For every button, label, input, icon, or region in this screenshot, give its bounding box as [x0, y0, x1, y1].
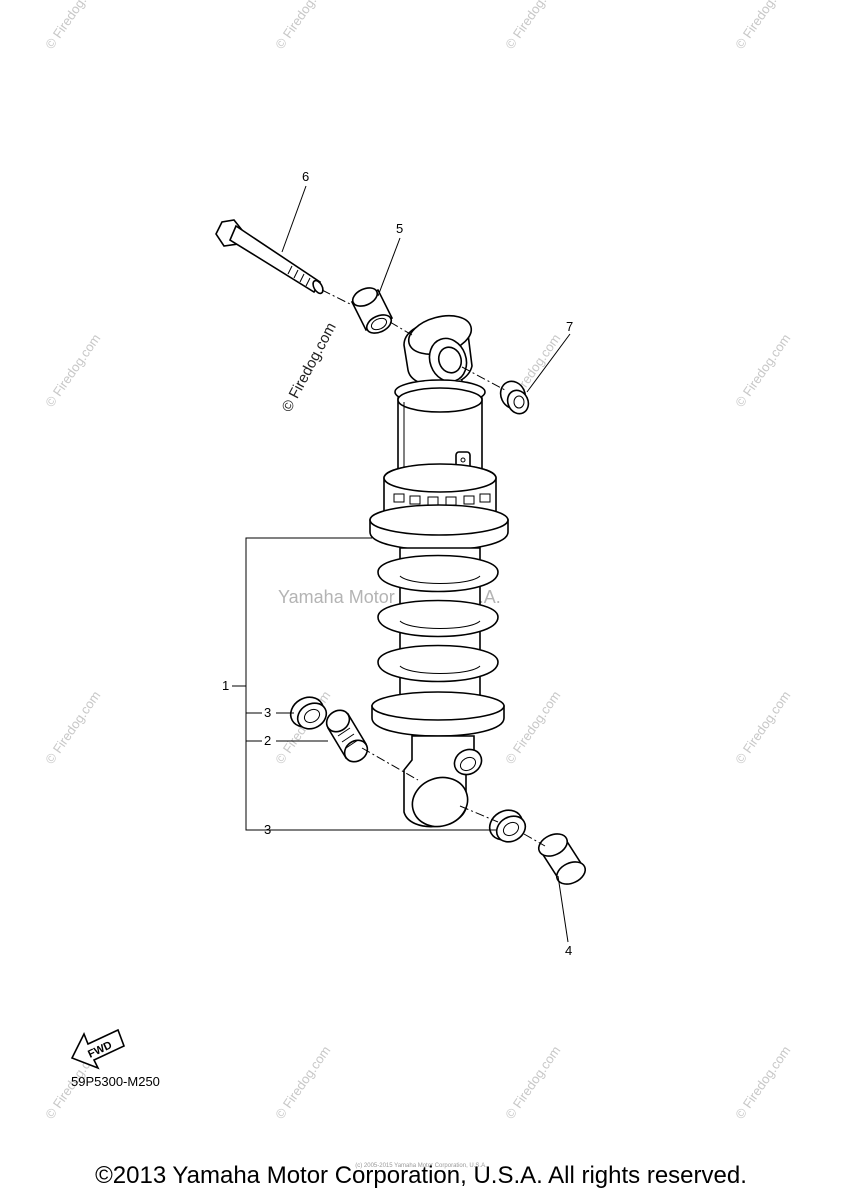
callout-4: 4 — [565, 943, 572, 958]
watermark-tile: © Firedog.com — [732, 1043, 793, 1122]
watermark-tile: © Firedog.com — [272, 0, 333, 52]
watermark-tile: © Firedog.com — [42, 331, 103, 410]
collar-part — [350, 287, 394, 334]
callout-7: 7 — [566, 319, 573, 334]
spring-coil — [377, 644, 499, 683]
callout-3-upper: 3 — [264, 705, 271, 720]
part-code: 59P5300-M250 — [71, 1074, 160, 1089]
oil-seal-upper — [289, 696, 328, 730]
lower-spring-seat — [371, 691, 505, 737]
lower-collar-part — [537, 833, 587, 885]
watermark-tile: © Firedog.com — [502, 1043, 563, 1122]
oil-seal-lower — [488, 809, 527, 843]
leader-lines — [232, 185, 571, 943]
watermark-tile: © Firedog.com — [732, 0, 793, 52]
callout-1: 1 — [222, 678, 229, 693]
bearing-part — [325, 709, 369, 763]
watermark-tile: © Firedog.com — [502, 0, 563, 52]
spring-coil-inner — [399, 665, 481, 674]
nut-part — [499, 380, 530, 415]
ring-window — [479, 493, 491, 503]
spring-seat — [369, 504, 509, 551]
ring-window — [409, 495, 421, 505]
callout-6: 6 — [302, 169, 309, 184]
callout-2: 2 — [264, 733, 271, 748]
callout-3-lower: 3 — [264, 822, 271, 837]
watermark-tile: © Firedog.com — [272, 1043, 333, 1122]
spring-coils — [377, 554, 499, 683]
spring-coil-inner — [399, 575, 481, 584]
watermark-tile: © Firedog.com — [732, 688, 793, 767]
callout-5: 5 — [396, 221, 403, 236]
spring-coil — [377, 599, 499, 638]
watermark-tile: © Firedog.com — [502, 688, 563, 767]
upper-eye — [403, 314, 473, 393]
diagonal-watermark: © Firedog.com — [279, 320, 340, 415]
lower-clevis — [403, 735, 483, 828]
ring-window — [463, 495, 475, 505]
assembly-axes — [321, 289, 546, 847]
ring-window — [393, 493, 405, 503]
watermark-tile: © Firedog.com — [42, 688, 103, 767]
copyright-notice: ©2013 Yamaha Motor Corporation, U.S.A. A… — [95, 1162, 747, 1189]
bolt-part — [215, 219, 324, 295]
watermark-tile: © Firedog.com — [732, 331, 793, 410]
watermark-tile: © Firedog.com — [42, 0, 103, 52]
spring-coil — [377, 554, 499, 593]
tiny-credit: (c) 2005-2015 Yamaha Motor Corporation, … — [355, 1163, 487, 1169]
spring-coil-inner — [399, 620, 481, 629]
